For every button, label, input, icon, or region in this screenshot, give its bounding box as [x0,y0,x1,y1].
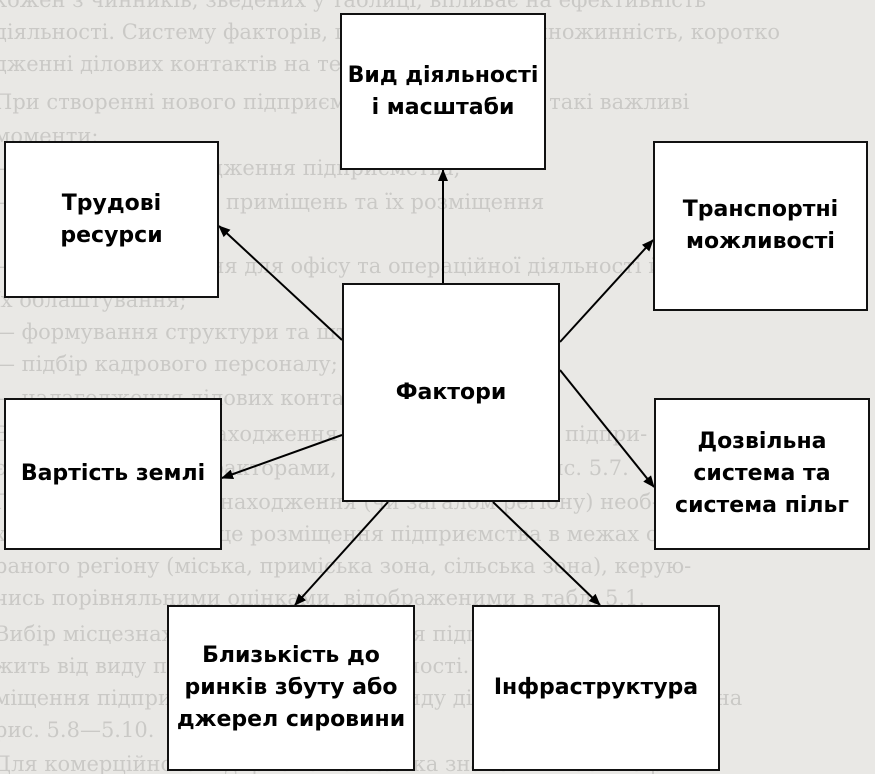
arrow-to-markets [294,501,389,606]
node-permit-tax: Дозвільна система та система пільг [654,398,870,550]
node-labor-resources: Трудові ресурси [4,141,219,298]
node-markets-raw: Близькість до ринків збуту або джерел си… [167,605,415,771]
node-land-cost: Вартість землі [4,398,222,550]
node-labor-resources-label: Трудові ресурси [60,190,163,248]
node-factors-center: Фактори [342,283,560,502]
node-activity-scale-label: Вид діяльності і масштаби [347,62,539,120]
arrow-to-transport [559,239,654,343]
arrow-to-infra [492,501,601,606]
node-infrastructure: Інфраструктура [472,605,720,771]
node-transport-label: Транспортні можливості [682,197,839,254]
node-factors-center-label: Фактори [395,379,507,405]
arrow-to-tax [559,369,655,488]
node-infrastructure-label: Інфраструктура [493,675,699,700]
arrow-to-labor [218,225,343,341]
node-markets-raw-label: Близькість до ринків збуту або джерел си… [176,643,406,732]
node-land-cost-label: Вартість землі [20,461,206,486]
arrow-to-land [221,434,343,479]
node-permit-tax-label: Дозвільна система та система пільг [675,429,849,518]
node-activity-scale: Вид діяльності і масштаби [340,13,546,170]
node-transport: Транспортні можливості [653,141,868,311]
